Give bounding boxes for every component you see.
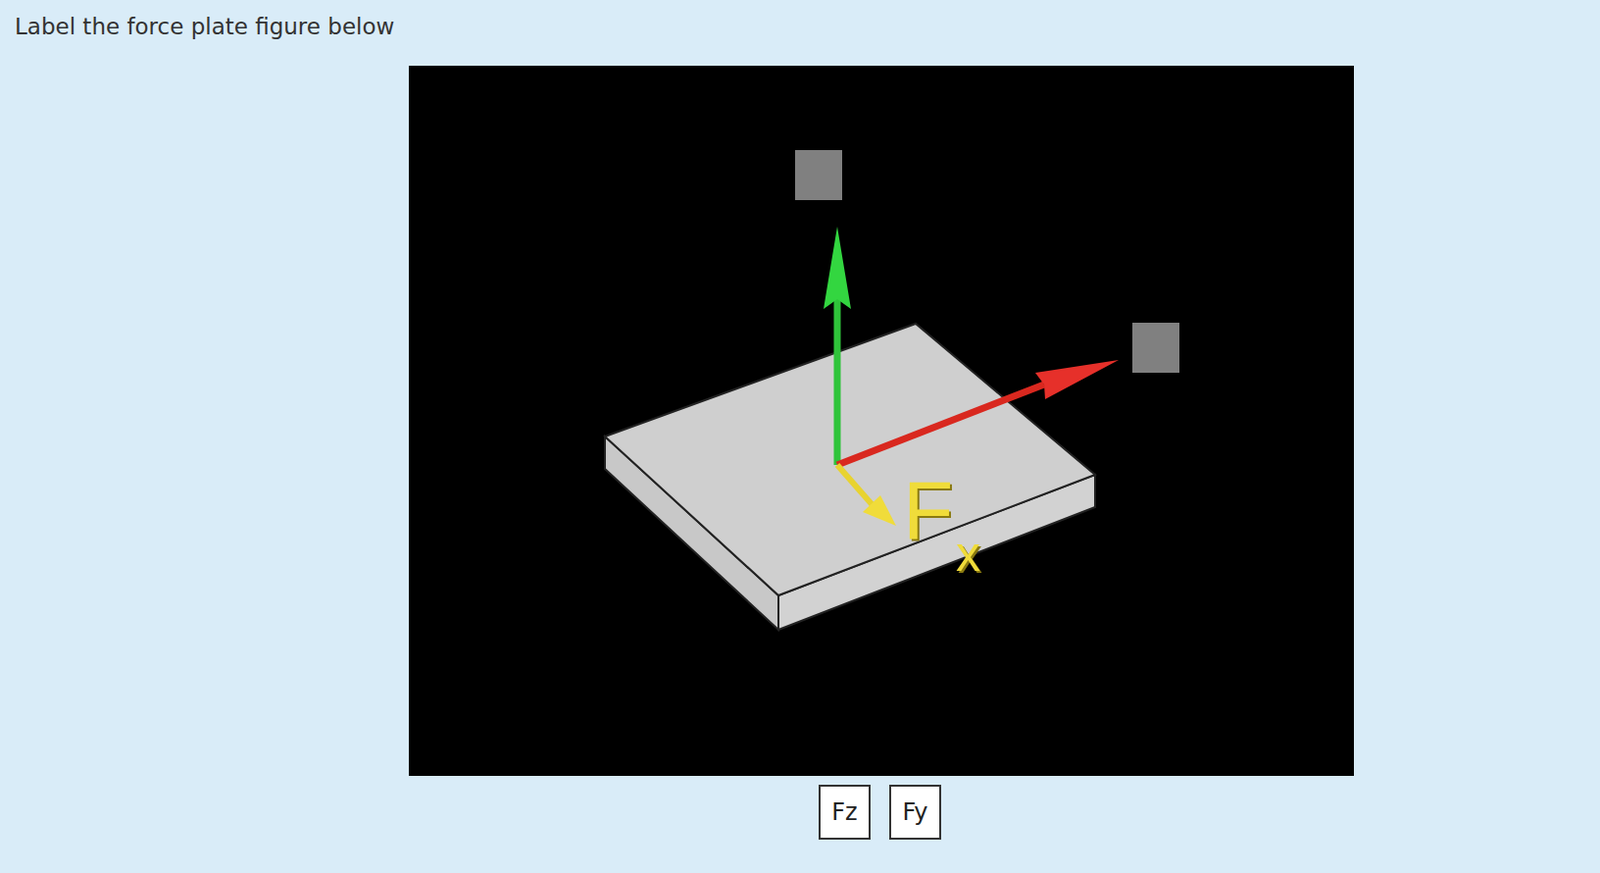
force-arrow bbox=[837, 464, 873, 505]
image-background bbox=[408, 65, 1354, 776]
answer-chip: Fy bbox=[889, 784, 942, 840]
chip-text: Fz bbox=[831, 798, 857, 826]
force-arrow bbox=[837, 384, 1045, 465]
arrow-head bbox=[1035, 359, 1119, 400]
chip-text: Fy bbox=[902, 798, 929, 826]
drop-target bbox=[795, 150, 843, 200]
force-arrow bbox=[834, 299, 842, 465]
answer-chip: Fz bbox=[818, 784, 871, 840]
arrow-head bbox=[862, 495, 897, 526]
plate-top bbox=[604, 323, 1096, 596]
axis-label: F bbox=[902, 468, 953, 551]
drop-target bbox=[1132, 322, 1180, 373]
question-title: Label the force plate figure below bbox=[14, 13, 395, 40]
axis-label: x bbox=[955, 529, 981, 579]
arrow-head bbox=[823, 226, 851, 309]
